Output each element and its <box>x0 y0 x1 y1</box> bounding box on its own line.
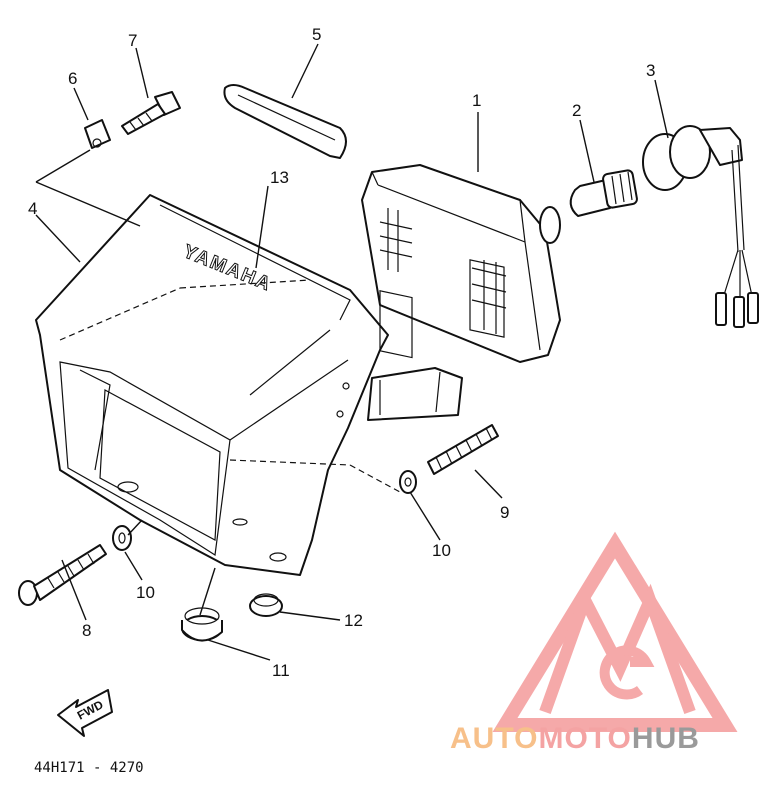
callout-8: 8 <box>82 621 91 640</box>
callout-1: 1 <box>472 91 481 110</box>
watermark-part-hub: HUB <box>632 722 700 755</box>
watermark-logo <box>492 531 738 732</box>
callout-11: 11 <box>272 661 290 680</box>
callout-13: 13 <box>270 168 289 187</box>
nut-6 <box>84 119 111 149</box>
washer-10-right <box>399 470 417 494</box>
callout-numbers: 1 2 3 4 5 6 7 8 9 10 10 11 12 13 <box>28 25 655 680</box>
watermark-text: AUTOMOTOHUB <box>450 722 700 755</box>
callout-5: 5 <box>312 25 321 44</box>
bulb-socket <box>642 125 759 328</box>
bolt-7 <box>121 91 181 135</box>
watermark-part-moto: MOTO <box>538 722 631 755</box>
fwd-arrow-icon <box>57 689 113 737</box>
spring-9 <box>427 424 499 475</box>
lens-pattern-left <box>379 208 413 359</box>
callout-4: 4 <box>28 199 37 218</box>
callout-10-right: 10 <box>432 541 451 560</box>
headlight-unit <box>361 164 561 363</box>
callout-6: 6 <box>68 69 77 88</box>
bulb <box>569 169 638 217</box>
grommet-12 <box>249 593 283 617</box>
callout-10-left: 10 <box>136 583 155 602</box>
trim-strip <box>223 84 347 159</box>
callout-2: 2 <box>572 101 581 120</box>
washer-10-left <box>112 525 132 551</box>
grommet-11 <box>181 607 223 642</box>
callout-3: 3 <box>646 61 655 80</box>
callout-9: 9 <box>500 503 509 522</box>
callout-7: 7 <box>128 31 137 50</box>
headlight-housing <box>35 194 463 576</box>
callout-12: 12 <box>344 611 363 630</box>
leader-lines <box>35 43 669 661</box>
part-code: 44H171 - 4270 <box>34 760 144 776</box>
watermark-part-auto: AUTO <box>450 722 538 755</box>
lens-pattern-right <box>469 259 507 338</box>
screw-8 <box>18 544 107 606</box>
